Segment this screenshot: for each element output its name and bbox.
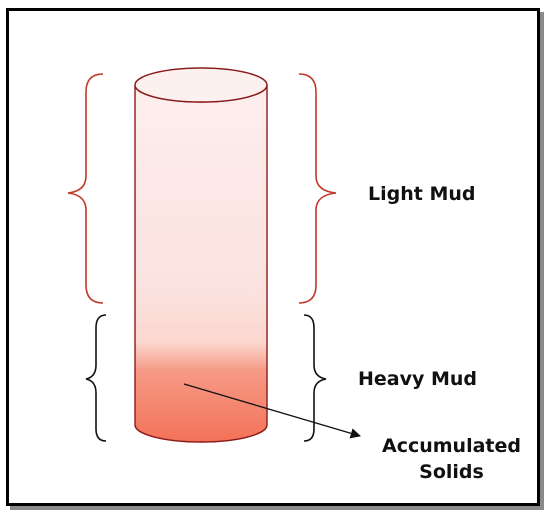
accumulated-solids-label-line2: Solids bbox=[419, 461, 484, 483]
heavy-mud-label: Heavy Mud bbox=[358, 368, 478, 390]
light-mud-bracket-right bbox=[298, 73, 337, 304]
heavy-mud-bracket-left bbox=[85, 314, 107, 442]
cylinder-top bbox=[134, 67, 268, 103]
heavy-mud-bracket-right bbox=[303, 314, 327, 442]
diagram-frame bbox=[6, 8, 540, 506]
light-mud-bracket-left bbox=[67, 73, 104, 304]
accumulated-solids-label: Accumulated Solids bbox=[382, 433, 521, 485]
accumulated-solids-arrow bbox=[183, 383, 361, 439]
accumulated-solids-label-line1: Accumulated bbox=[382, 435, 521, 457]
light-mud-label: Light Mud bbox=[368, 183, 476, 205]
